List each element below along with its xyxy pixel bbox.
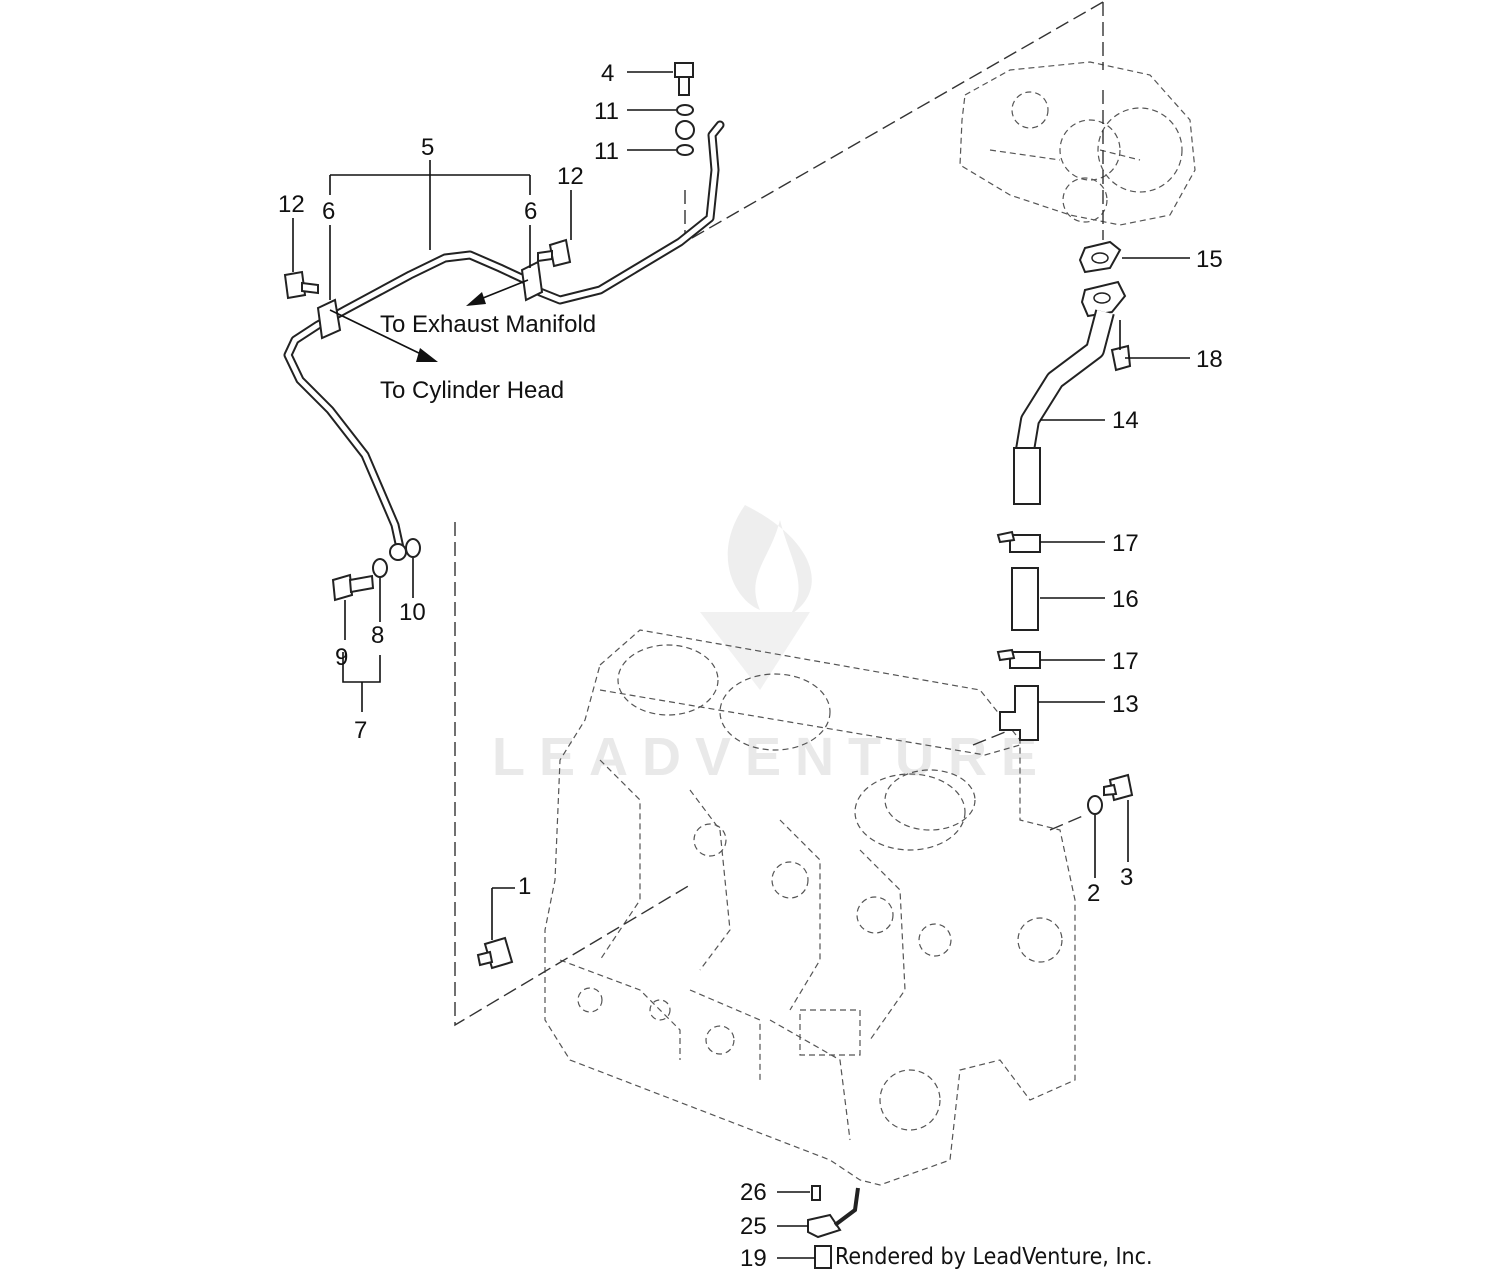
callout-18: 18 — [1196, 346, 1223, 373]
callout-14: 14 — [1112, 407, 1139, 434]
callout-13: 13 — [1112, 691, 1139, 718]
callout-2: 2 — [1087, 880, 1100, 907]
alignment-line-turbo — [684, 1, 1104, 244]
oil-pipe — [283, 120, 725, 553]
turbocharger — [959, 61, 1196, 226]
alignment-line-block — [454, 522, 691, 1027]
callout-10: 10 — [399, 599, 426, 626]
callout-9: 9 — [335, 644, 348, 671]
callout-6-left: 6 — [322, 198, 335, 225]
oil-return-line — [996, 240, 1132, 741]
callout-15: 15 — [1196, 246, 1223, 273]
callout-26: 26 — [740, 1179, 767, 1206]
callout-7: 7 — [354, 717, 367, 744]
callout-12-right: 12 — [557, 163, 584, 190]
callout-1: 1 — [518, 873, 531, 900]
callout-6-right: 6 — [524, 198, 537, 225]
engine-block — [544, 629, 1076, 1186]
callout-3: 3 — [1120, 864, 1133, 891]
credit-text: Rendered by LeadVenture, Inc. — [835, 1244, 1153, 1270]
note-to-cylinder-head: To Cylinder Head — [380, 377, 564, 404]
watermark-logo — [700, 505, 812, 690]
callout-8: 8 — [371, 622, 384, 649]
note-to-exhaust-manifold: To Exhaust Manifold — [380, 311, 596, 338]
direction-arrows — [329, 279, 529, 362]
callout-25: 25 — [740, 1213, 767, 1240]
callout-11-upper: 11 — [594, 98, 619, 125]
hardware — [283, 62, 1134, 1269]
callout-4: 4 — [601, 60, 614, 87]
alignment-line-drain — [972, 729, 1086, 831]
callout-19: 19 — [740, 1245, 767, 1272]
callout-16: 16 — [1112, 586, 1139, 613]
watermark-text: LEADVENTURE — [492, 727, 1051, 787]
callout-12-left: 12 — [278, 191, 305, 218]
callout-17-upper: 17 — [1112, 530, 1139, 557]
callout-17-lower: 17 — [1112, 648, 1139, 675]
callout-5: 5 — [421, 134, 434, 161]
callout-11-lower: 11 — [594, 138, 619, 165]
leader-lines — [292, 71, 1190, 1259]
